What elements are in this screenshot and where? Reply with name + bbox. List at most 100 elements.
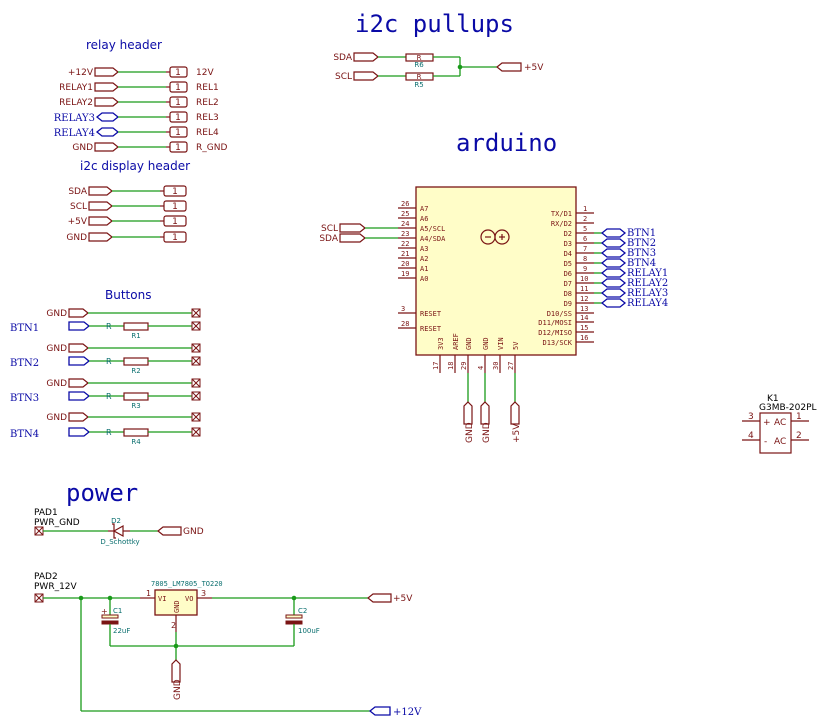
- resistor-value: R: [417, 73, 422, 81]
- display-header-row: GND 1: [66, 231, 187, 243]
- pin-number: 28: [401, 320, 409, 328]
- hier-label-shape: [88, 201, 113, 211]
- power-label-shape: [496, 62, 522, 72]
- resistor-ref: R2: [131, 367, 140, 375]
- header-pin-number: 1: [172, 217, 178, 227]
- pin-name: AC: [774, 418, 786, 428]
- global-label-text: BTN3: [10, 393, 39, 404]
- pin-name: RESET: [420, 310, 442, 318]
- pin-name: A3: [420, 245, 428, 253]
- header-pin-name: 12V: [196, 68, 214, 78]
- net-label-text: SDA: [319, 234, 338, 244]
- net-label-text: GND: [482, 422, 492, 443]
- mounting-pad-x: [191, 356, 201, 366]
- global-label-shape: [68, 321, 91, 331]
- mounting-pad-x: [191, 308, 201, 318]
- global-label-text: BTN2: [10, 358, 39, 369]
- mounting-pad-x: [191, 412, 201, 422]
- header-pin-name: REL3: [196, 113, 219, 123]
- net-label-text: +5V: [512, 423, 522, 443]
- pin-number: 3: [401, 305, 405, 313]
- pin-name: D6: [564, 270, 572, 278]
- pin-name: A4/SDA: [420, 235, 446, 243]
- resistor-value: R: [106, 322, 112, 331]
- title-i2c-pullups: i2c pullups: [355, 10, 514, 38]
- mounting-pad-x: [191, 391, 201, 401]
- pin-number: 2: [583, 215, 587, 223]
- header-pin-box: [169, 81, 188, 93]
- global-label-shape: [600, 248, 627, 258]
- pin-name: A7: [420, 205, 428, 213]
- pin-number: 1: [583, 205, 587, 213]
- pin-name: D5: [564, 260, 572, 268]
- pin-name: D10/SS: [547, 310, 572, 318]
- pin-number: 17: [432, 362, 440, 370]
- global-label-text: RELAY4: [54, 128, 95, 139]
- pin-number: 9: [583, 265, 587, 273]
- capacitor-value: 22uF: [113, 627, 130, 635]
- capacitor-ref: C1: [113, 607, 122, 615]
- buttons-section: GND BTN1 R R1 GND BTN2 R R2: [10, 308, 201, 446]
- resistor-value: R: [417, 54, 422, 62]
- header-pin-number: 1: [175, 143, 181, 153]
- relay-header-row: RELAY1 1 REL1: [59, 81, 219, 93]
- header-pin-name: REL4: [196, 128, 219, 138]
- hier-label-shape: [94, 82, 119, 92]
- global-label-text: RELAY1: [627, 268, 668, 279]
- pin-name: A6: [420, 215, 428, 223]
- hier-label-shape: [157, 526, 182, 536]
- header-pin-number: 1: [172, 202, 178, 212]
- diode-value: D_Schottky: [100, 538, 139, 546]
- global-label-text: RELAY3: [54, 113, 95, 124]
- hier-label-shape: [171, 659, 181, 683]
- hier-label-shape: [68, 378, 89, 388]
- hier-label-shape: [68, 343, 89, 353]
- hier-label-shape: [88, 232, 113, 242]
- pin-number: 21: [401, 250, 409, 258]
- global-label-shape: [600, 238, 627, 248]
- pin-name: D7: [564, 280, 572, 288]
- pin-number: 12: [580, 295, 588, 303]
- pad-ref: PAD2: [34, 572, 58, 582]
- button-group: GND BTN2 R R2: [10, 343, 201, 375]
- pin-number: 26: [401, 200, 409, 208]
- global-label-shape: [600, 278, 627, 288]
- pin-name: RESET: [420, 325, 442, 333]
- relay-header-row: RELAY2 1 REL2: [59, 96, 219, 108]
- hier-label-shape: [463, 401, 473, 425]
- hier-label-shape: [68, 308, 89, 318]
- header-pin-number: 1: [175, 98, 181, 108]
- global-label-shape: [95, 127, 120, 137]
- title-power: power: [66, 479, 138, 507]
- pin-name: AREF: [452, 333, 460, 350]
- header-pin-box: [163, 185, 187, 197]
- hier-label-shape: [88, 186, 113, 196]
- resistor: [123, 428, 149, 437]
- pin-number: 27: [507, 362, 515, 370]
- global-label-text: BTN4: [627, 258, 656, 269]
- header-pin-name: REL1: [196, 83, 219, 93]
- resistor-ref: R6: [414, 61, 424, 69]
- pin-number: 2: [796, 431, 802, 441]
- relay-header-row: +12V 1 12V: [68, 66, 214, 78]
- arduino-bottom-pins: 3V3 17 AREF 18 GND 29 GND 4 VIN 30 5V 27: [432, 333, 520, 373]
- pin-name: D11/MOSI: [538, 319, 572, 327]
- pin-name: D12/MISO: [538, 329, 572, 337]
- pin-name: VO: [185, 595, 193, 603]
- net-label-text: GND: [66, 233, 87, 243]
- global-label-text: +12V: [393, 707, 422, 718]
- header-pin-number: 1: [172, 233, 178, 243]
- resistor-value: R: [106, 392, 112, 401]
- pin-number: 30: [492, 362, 500, 370]
- global-label-shape: [600, 268, 627, 278]
- hier-label-shape: [68, 412, 89, 422]
- display-header-row: SCL 1: [70, 200, 187, 212]
- header-pin-name: REL2: [196, 98, 219, 108]
- arduino-body: [415, 186, 577, 356]
- pin-number: 8: [583, 255, 587, 263]
- pin-number: 13: [580, 305, 588, 313]
